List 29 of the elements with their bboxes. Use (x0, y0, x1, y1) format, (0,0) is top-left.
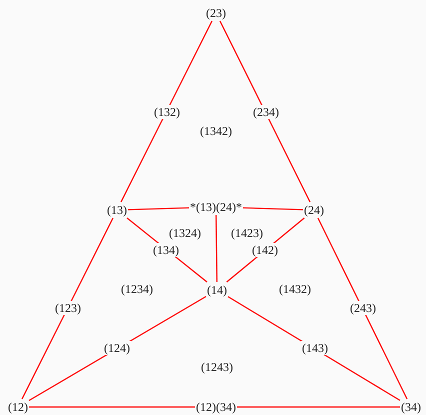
edge-label: (142) (251, 243, 279, 257)
region-label: (1423) (231, 226, 263, 240)
edge-label: (123) (54, 301, 82, 315)
connector-line (242, 207, 304, 210)
region-label: (1243) (201, 360, 233, 374)
region-label: (1234) (121, 282, 153, 296)
connector-line (21, 218, 114, 400)
connector-line (128, 207, 190, 210)
node-label: (23) (206, 6, 226, 20)
edge-label: (132) (153, 105, 181, 119)
node-label: *(13)(24)* (190, 200, 242, 214)
connector-line (317, 218, 408, 400)
connector-line (219, 20, 311, 202)
edge-label: (134) (152, 243, 180, 257)
connector-line (120, 20, 213, 202)
edge-label: (234) (252, 105, 280, 119)
region-label: (1342) (200, 124, 232, 138)
connector-line (216, 215, 218, 282)
node-label: (34) (401, 400, 421, 414)
edge-label: (12)(34) (195, 400, 237, 414)
region-label: (1432) (279, 282, 311, 296)
edge-label: (243) (349, 301, 377, 315)
region-label: (1324) (169, 226, 201, 240)
edge-label: (124) (103, 341, 131, 355)
node-label: (13) (107, 203, 127, 217)
edge-label: (143) (301, 341, 329, 355)
node-label: (12) (8, 400, 28, 414)
node-label: (24) (304, 203, 324, 217)
node-label: (14) (207, 283, 227, 297)
